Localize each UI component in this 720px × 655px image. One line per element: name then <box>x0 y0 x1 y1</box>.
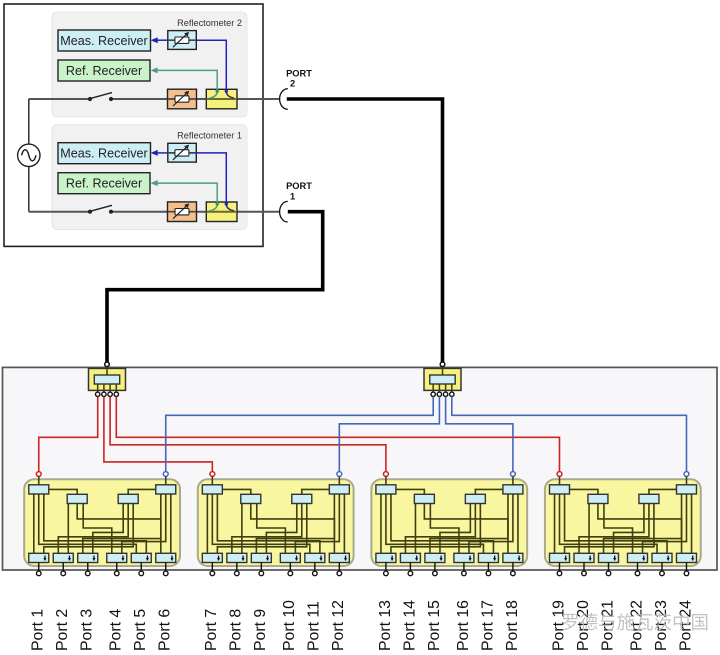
svg-text:Port 24: Port 24 <box>677 600 694 651</box>
svg-text:PORT: PORT <box>286 68 312 78</box>
svg-text:Port 7: Port 7 <box>203 609 220 651</box>
svg-text:Port 12: Port 12 <box>330 600 347 651</box>
svg-text:Port 6: Port 6 <box>157 609 174 651</box>
svg-text:Port 16: Port 16 <box>455 600 472 651</box>
svg-text:Port 4: Port 4 <box>108 609 125 651</box>
svg-text:Port 10: Port 10 <box>281 600 298 651</box>
svg-text:Port 9: Port 9 <box>252 609 269 651</box>
svg-text:PORT: PORT <box>286 181 312 191</box>
svg-text:Port 23: Port 23 <box>653 600 670 651</box>
svg-text:Port 5: Port 5 <box>132 609 149 651</box>
svg-text:Reflectometer 2: Reflectometer 2 <box>177 18 242 28</box>
svg-text:Port 3: Port 3 <box>79 609 96 651</box>
svg-text:Port 1: Port 1 <box>30 609 47 651</box>
svg-text:Port 20: Port 20 <box>575 600 592 651</box>
svg-text:Meas. Receiver: Meas. Receiver <box>60 34 148 48</box>
svg-text:Ref. Receiver: Ref. Receiver <box>66 64 142 78</box>
svg-text:1: 1 <box>290 191 295 201</box>
svg-text:罗德与施瓦茨中国: 罗德与施瓦茨中国 <box>561 612 709 633</box>
svg-text:Port 17: Port 17 <box>479 600 496 651</box>
svg-text:Port 8: Port 8 <box>228 609 245 651</box>
svg-text:Port 19: Port 19 <box>550 600 567 651</box>
svg-text:Port 13: Port 13 <box>377 600 394 651</box>
svg-text:Meas. Receiver: Meas. Receiver <box>60 147 148 161</box>
svg-text:2: 2 <box>290 79 295 89</box>
svg-text:Port 11: Port 11 <box>306 601 323 651</box>
svg-text:Ref. Receiver: Ref. Receiver <box>66 177 142 191</box>
svg-text:Reflectometer 1: Reflectometer 1 <box>177 131 242 141</box>
svg-text:Port 21: Port 21 <box>599 600 616 651</box>
svg-text:Port 18: Port 18 <box>504 600 521 651</box>
svg-text:Port 2: Port 2 <box>54 609 71 651</box>
svg-text:Port 15: Port 15 <box>426 600 443 651</box>
svg-text:Port 22: Port 22 <box>628 600 645 651</box>
svg-text:Port 14: Port 14 <box>401 600 418 651</box>
